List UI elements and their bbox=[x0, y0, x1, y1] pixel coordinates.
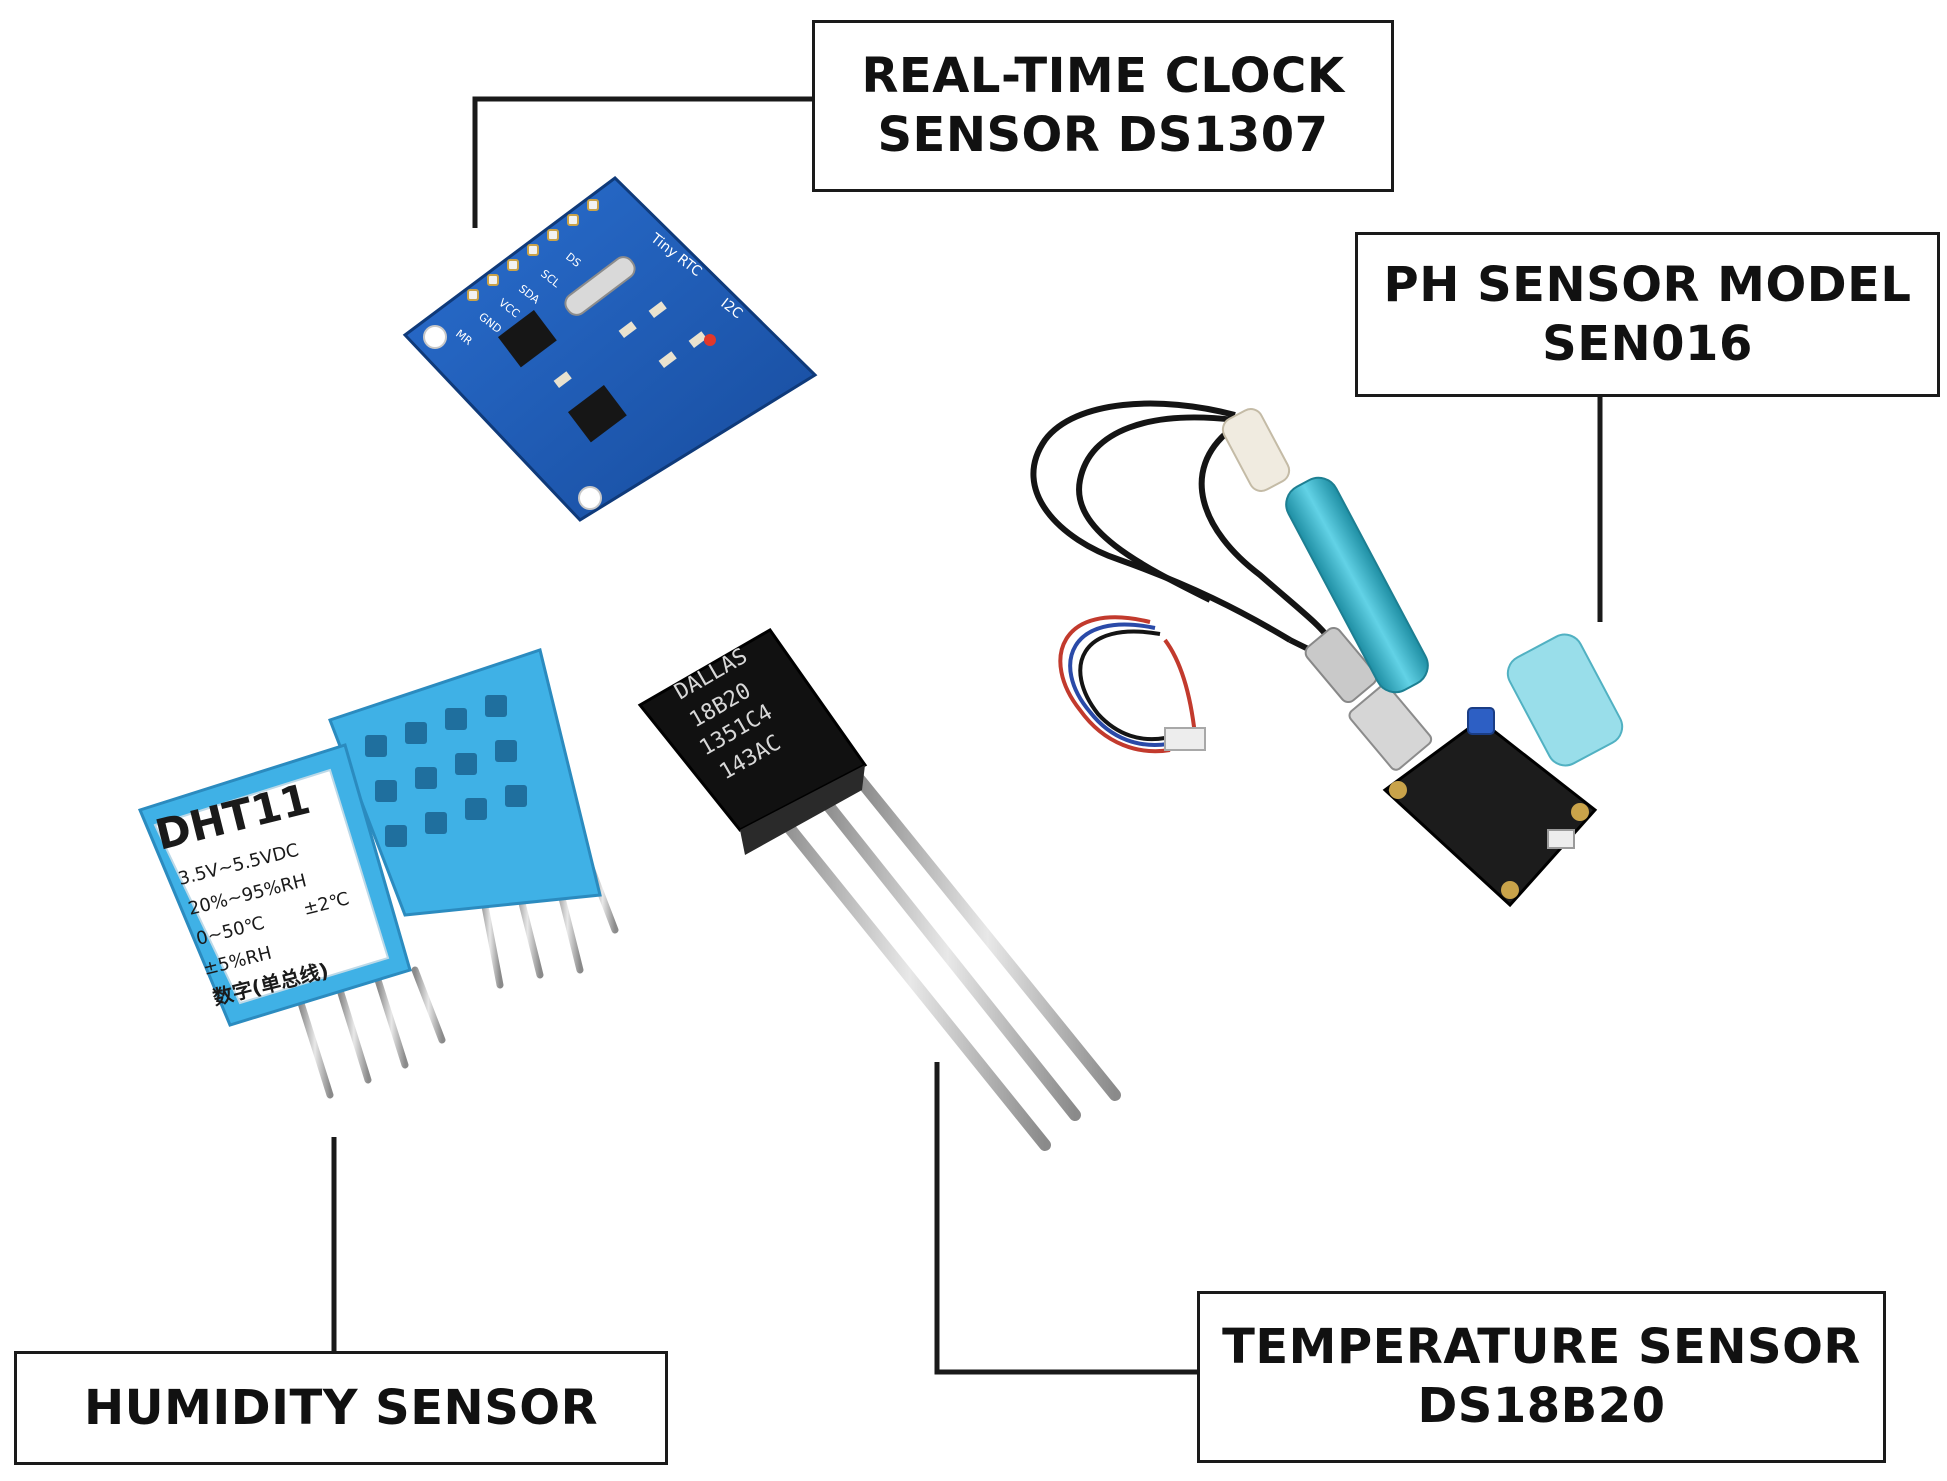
ph-bnc-plug bbox=[1304, 626, 1378, 704]
rtc-smd-components bbox=[553, 301, 707, 389]
rtc-board-pcb bbox=[402, 176, 818, 522]
rtc-led bbox=[704, 334, 716, 346]
ph-bnc-socket bbox=[1348, 684, 1433, 771]
ph-harness-connector bbox=[1164, 727, 1206, 751]
ph-probe-guard bbox=[1506, 633, 1624, 767]
rtc-crystal bbox=[564, 256, 636, 316]
dht11-front-module: DHT11 3.5V~5.5VDC 20%~95%RH 0~50℃ ±2℃ ±5… bbox=[137, 743, 446, 1099]
ph-sensor-label-line2: SEN016 bbox=[1542, 315, 1753, 372]
ph-probe-cable bbox=[1030, 400, 1351, 668]
ph-probe-cap bbox=[1221, 408, 1291, 492]
ph-sensor-label-box: PH SENSOR MODEL SEN016 bbox=[1355, 232, 1940, 397]
temperature-sensor-label-line2: DS18B20 bbox=[1417, 1378, 1666, 1434]
rtc-sensor-label-line1: REAL-TIME CLOCK bbox=[861, 48, 1345, 105]
ph-sensor-image bbox=[1030, 400, 1624, 908]
temperature-sensor-image: DALLAS 18B20 1351C4 143AC bbox=[637, 628, 1121, 1151]
ph-board-hole bbox=[1501, 881, 1519, 899]
ph-wire-harness bbox=[1058, 615, 1197, 754]
humidity-sensor-label-line1: HUMIDITY SENSOR bbox=[83, 1379, 599, 1436]
rtc-board-image: Tiny RTC I2C DS SCL SDA VCC GND MR bbox=[402, 176, 818, 522]
ph-sensor-label-line1: PH SENSOR MODEL bbox=[1383, 256, 1912, 313]
ph-board-potentiometer bbox=[1467, 707, 1495, 735]
rtc-chip-eeprom bbox=[567, 384, 627, 443]
rtc-sensor-label-line2: SENSOR DS1307 bbox=[877, 107, 1329, 163]
dht11-back-module bbox=[328, 648, 619, 989]
ph-board-connector bbox=[1547, 829, 1575, 849]
rtc-pin-header bbox=[467, 199, 599, 301]
humidity-sensor-image: DHT11 3.5V~5.5VDC 20%~95%RH 0~50℃ ±2℃ ±5… bbox=[137, 648, 619, 1099]
rtc-chip-ds1307 bbox=[497, 309, 557, 368]
rtc-leader-line bbox=[472, 96, 812, 228]
dht11-vent-grid bbox=[365, 695, 527, 847]
humidity-sensor-label-box: HUMIDITY SENSOR bbox=[14, 1351, 668, 1465]
temperature-sensor-label-line1: TEMPERATURE SENSOR bbox=[1222, 1319, 1861, 1376]
ph-signal-board bbox=[1382, 718, 1598, 908]
ph-board-hole bbox=[1571, 803, 1589, 821]
ph-board-hole bbox=[1389, 781, 1407, 799]
leader-lines bbox=[331, 96, 1603, 1375]
temperature-leader-line bbox=[934, 1062, 1197, 1375]
ph-probe-body bbox=[1285, 476, 1429, 694]
rtc-mount-hole bbox=[423, 325, 447, 349]
rtc-sensor-label-box: REAL-TIME CLOCK SENSOR DS1307 bbox=[812, 20, 1394, 192]
temperature-sensor-label-box: TEMPERATURE SENSOR DS18B20 bbox=[1197, 1291, 1886, 1463]
rtc-mount-hole bbox=[578, 486, 602, 510]
